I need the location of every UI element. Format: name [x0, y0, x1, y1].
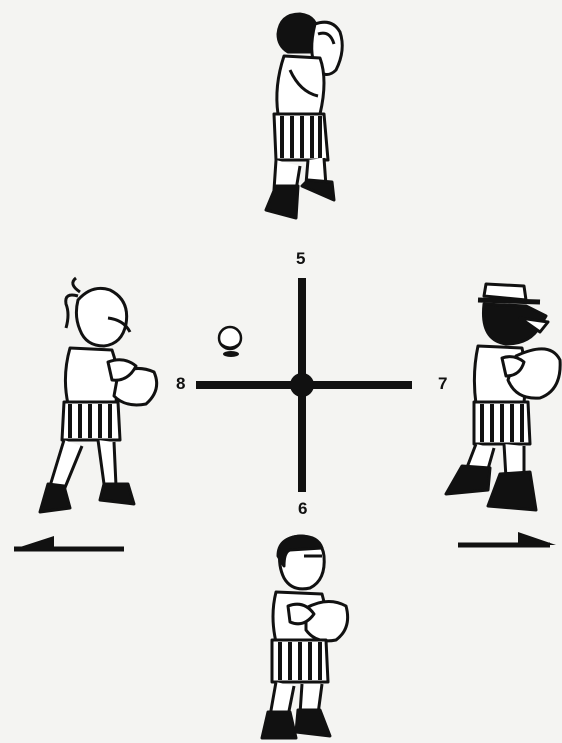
right-arrow-icon [458, 532, 556, 545]
boxer-right-icon [446, 284, 560, 510]
boxer-left-icon [40, 278, 157, 512]
direction-label-right: 7 [438, 375, 447, 392]
center-knob [290, 373, 314, 397]
direction-label-up: 5 [296, 250, 305, 267]
direction-label-down: 6 [298, 500, 307, 517]
direction-label-left: 8 [176, 375, 185, 392]
direction-cross [196, 278, 412, 492]
ball-icon [219, 327, 241, 357]
boxer-bottom-icon [262, 536, 348, 738]
boxer-top-icon [266, 14, 342, 218]
left-arrow-icon [14, 536, 124, 549]
